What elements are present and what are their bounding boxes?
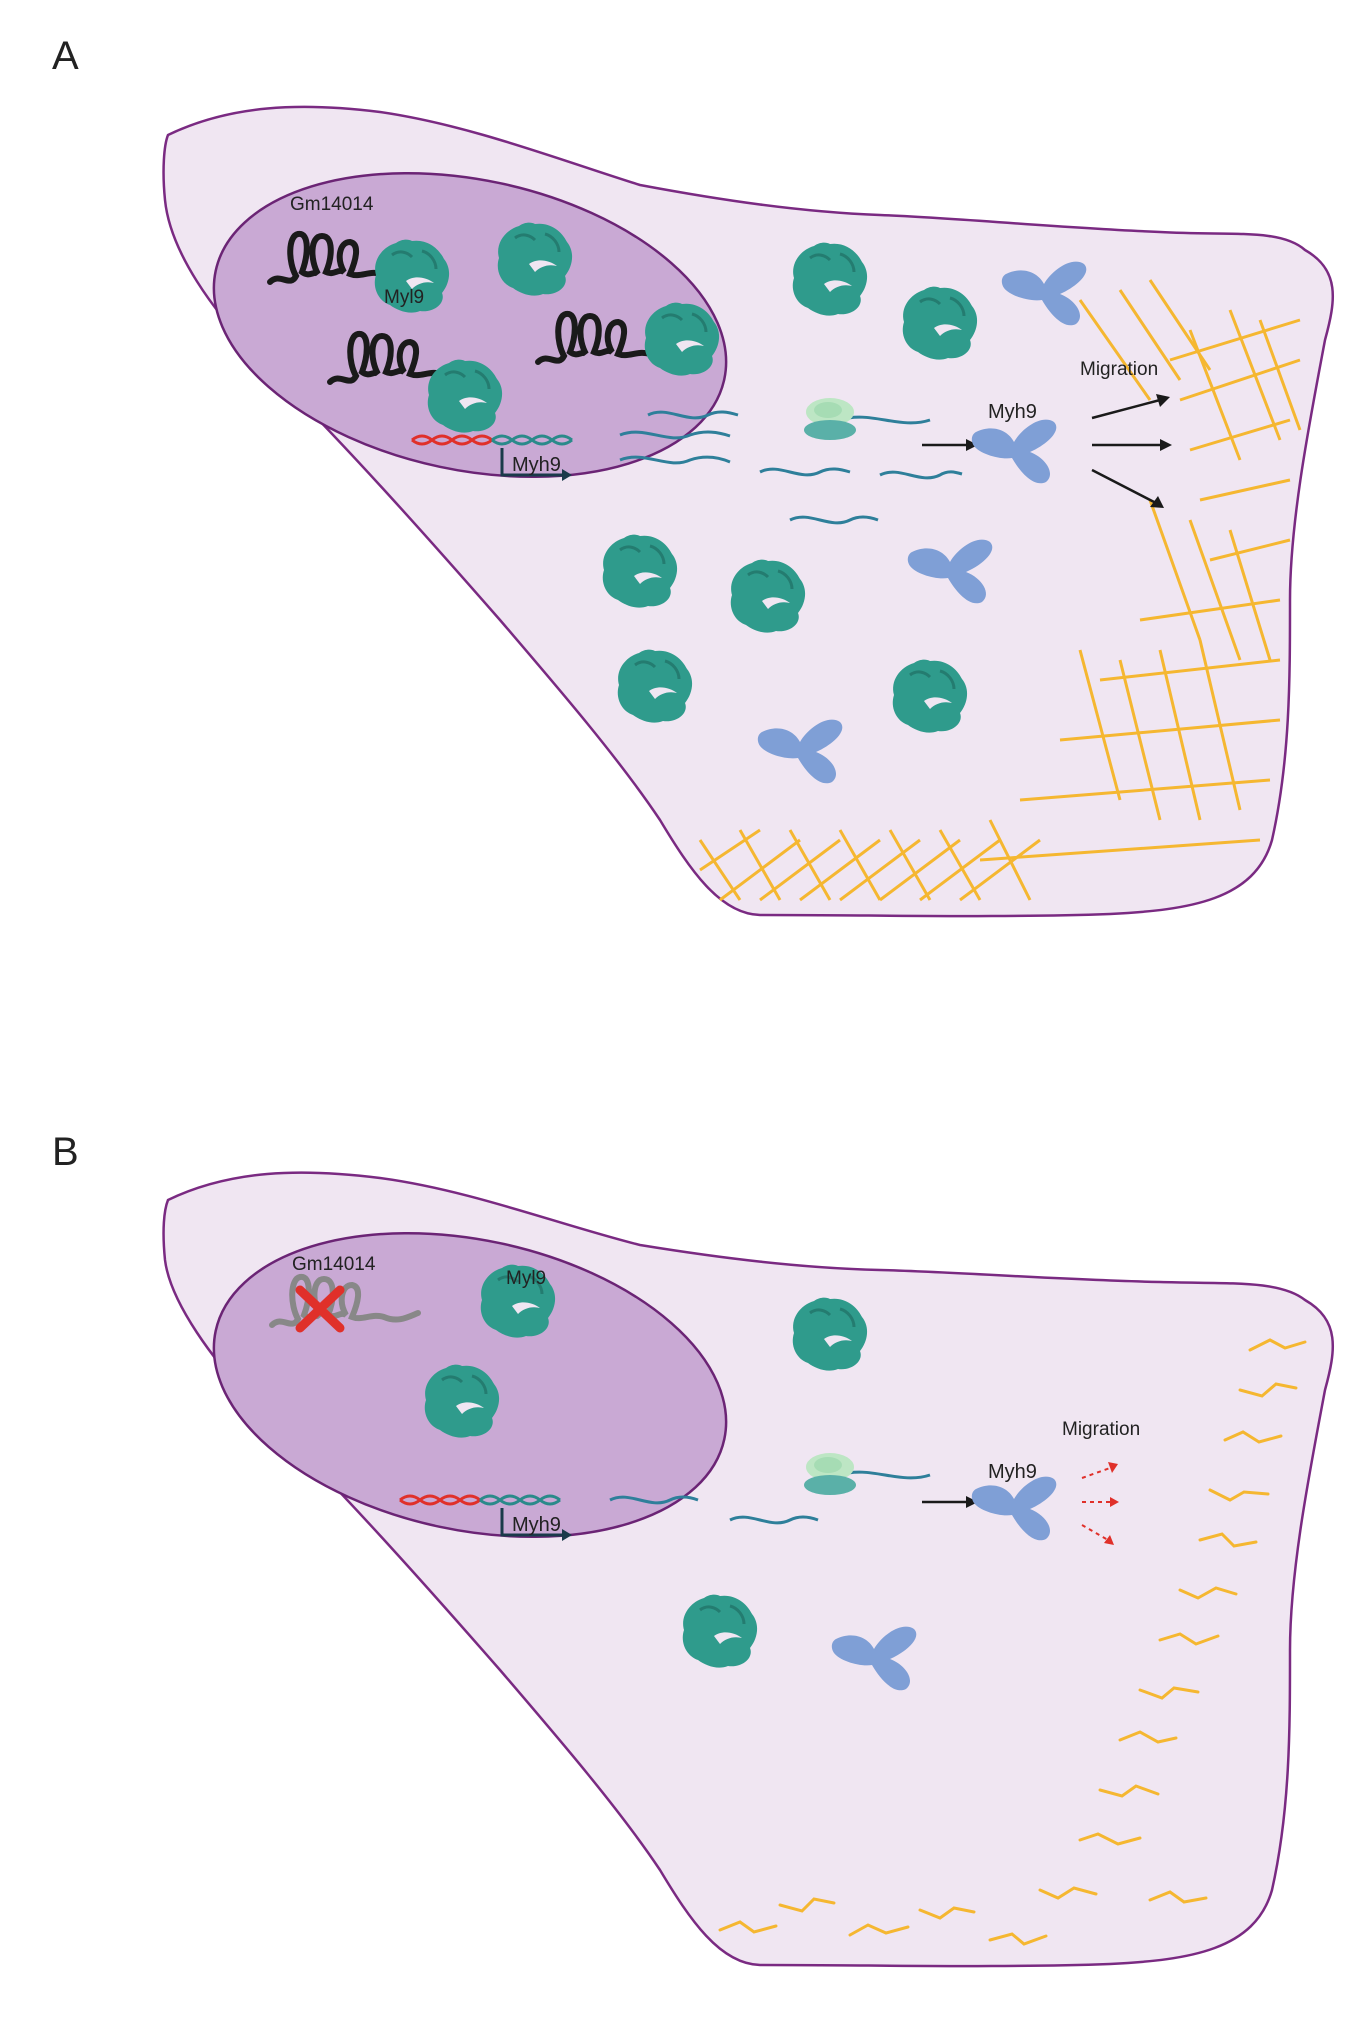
- actin-filament-icon: [718, 1338, 1307, 1946]
- ribosome-icon: [804, 1453, 856, 1495]
- lncrna-label-b: Gm14014: [292, 1254, 376, 1275]
- lncrna-label-a: Gm14014: [290, 194, 374, 215]
- panel-letter-a: A: [52, 34, 79, 78]
- migration-label-a: Migration: [1080, 359, 1158, 380]
- myl9-label-a: Myl9: [384, 287, 424, 308]
- knockout-x-icon: [295, 1285, 345, 1333]
- panel-a: Gm14014 Myl9 Myh9: [162, 105, 1334, 918]
- myh9-label-b: Myh9: [988, 1461, 1037, 1483]
- actin-filament-icon: [698, 279, 1302, 902]
- panel-b: Gm14014 Myl9 Myh9: [162, 1171, 1334, 1968]
- dna-helix-icon: [410, 434, 574, 481]
- migration-arrowheads-b: [1104, 1462, 1119, 1545]
- dna-helix-icon: [398, 1494, 572, 1541]
- migration-arrows-a: [1091, 398, 1162, 505]
- panel-letter-b: B: [52, 1130, 79, 1174]
- translation-arrow-b: [922, 1496, 978, 1508]
- ribosome-icon: [804, 398, 856, 440]
- translation-arrow-a: [922, 439, 978, 451]
- gene-label-b: Myh9: [512, 1514, 561, 1536]
- migration-arrowheads-a: [1150, 394, 1172, 508]
- migration-label-b: Migration: [1062, 1419, 1140, 1440]
- migration-arrows-b: [1081, 1467, 1111, 1541]
- myl9-label-b: Myl9: [506, 1268, 546, 1289]
- gene-label-a: Myh9: [512, 454, 561, 476]
- myh9-label-a: Myh9: [988, 401, 1037, 423]
